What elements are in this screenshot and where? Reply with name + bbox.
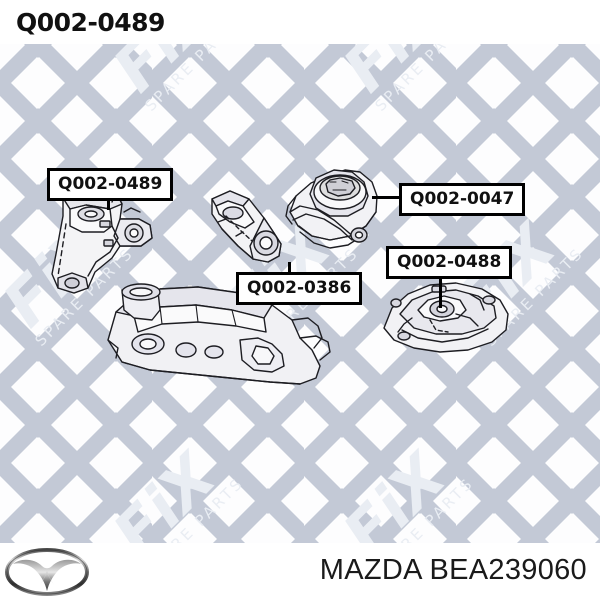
- part-0489-drawing: [51, 184, 153, 294]
- page-title: Q002-0489: [16, 8, 165, 37]
- part-0386-drawing: [211, 190, 282, 263]
- leader-line-0488: [439, 272, 442, 308]
- leader-line-0386: [288, 262, 291, 274]
- engine-block-drawing: [107, 283, 331, 385]
- leader-line-0047: [372, 196, 401, 199]
- part-label-q002-0489[interactable]: Q002-0489: [47, 168, 174, 201]
- mazda-logo-icon: [4, 547, 90, 597]
- header-bar: Q002-0489: [0, 0, 600, 44]
- footer-bar: MAZDA BEA239060: [0, 543, 600, 600]
- footer-part-number: MAZDA BEA239060: [319, 554, 587, 586]
- part-label-q002-0488[interactable]: Q002-0488: [386, 246, 513, 279]
- part-label-q002-0386[interactable]: Q002-0386: [236, 272, 363, 305]
- leader-line-0489: [107, 196, 110, 210]
- part-label-q002-0047[interactable]: Q002-0047: [399, 183, 526, 216]
- part-0488-drawing: [383, 282, 509, 353]
- part-0047-drawing: [285, 169, 378, 249]
